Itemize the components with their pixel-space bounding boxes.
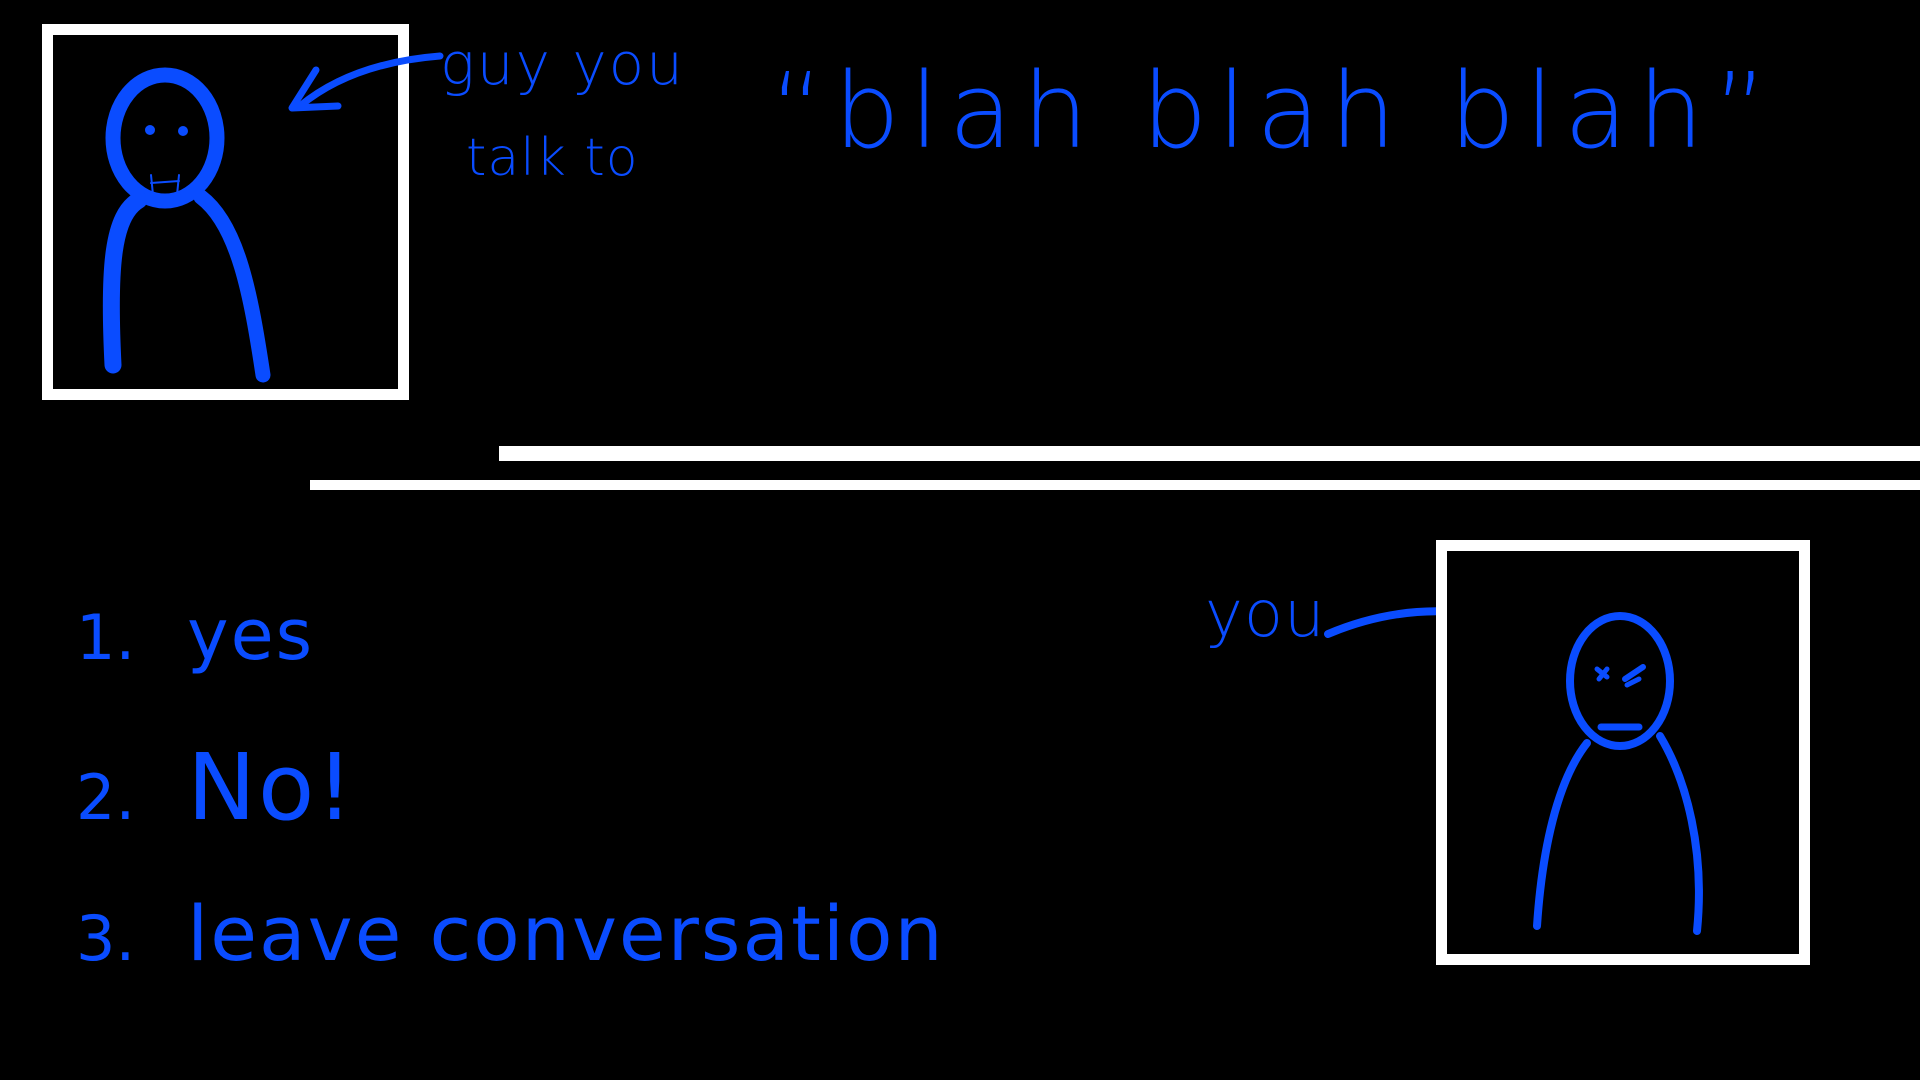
npc-label-line2: talk to (466, 128, 639, 188)
divider-top (499, 446, 1920, 461)
option-label: No! (187, 734, 356, 841)
npc-label-line1: guy you (440, 30, 685, 98)
option-number: 2. (76, 761, 136, 834)
option-label: leave conversation (187, 889, 945, 978)
divider-bottom (310, 480, 1920, 490)
player-label: you (1205, 578, 1326, 652)
player-portrait-frame (1436, 540, 1810, 965)
option-no[interactable]: 2. No! (76, 742, 355, 834)
player-figure-icon (1533, 612, 1703, 935)
option-number: 3. (76, 902, 136, 975)
npc-pointer-arrow-icon (288, 52, 444, 112)
npc-portrait-frame (42, 24, 409, 400)
npc-figure-icon (102, 67, 271, 383)
option-label: yes (187, 594, 315, 676)
option-yes[interactable]: 1. yes (76, 600, 314, 670)
speech-text: “blah blah blah” (770, 50, 1778, 172)
option-number: 1. (76, 601, 136, 674)
option-leave-conversation[interactable]: 3. leave conversation (76, 896, 945, 972)
